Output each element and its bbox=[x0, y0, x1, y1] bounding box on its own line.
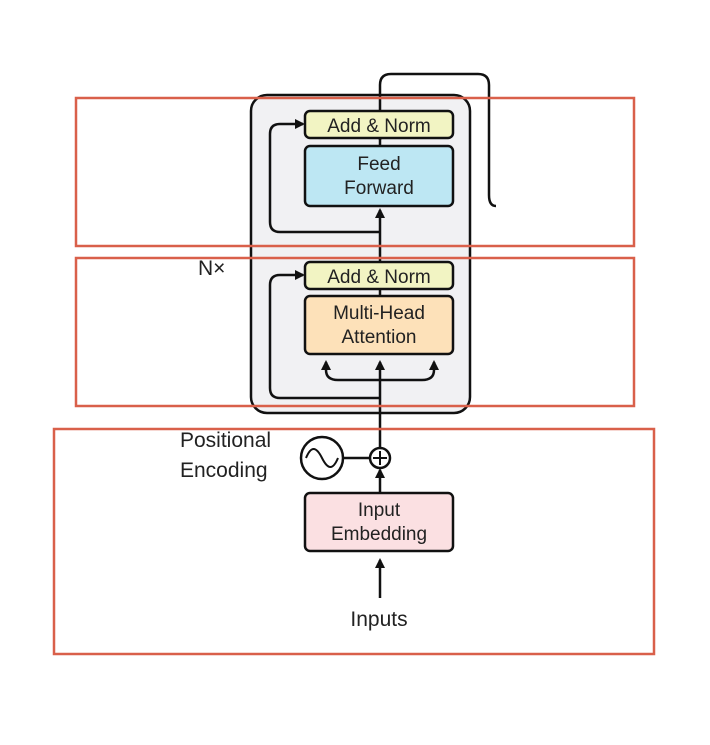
sine-wave-curve bbox=[305, 448, 339, 468]
multi-head-label-1: Multi-Head bbox=[333, 303, 425, 324]
nx-label: N× bbox=[198, 257, 225, 280]
multi-head-label-2: Attention bbox=[342, 327, 417, 348]
residual-attention bbox=[268, 270, 380, 400]
feed-forward-box bbox=[303, 144, 455, 208]
highlight-input-stage bbox=[52, 427, 656, 656]
highlight-feed-forward-sublayer bbox=[74, 96, 636, 248]
ffn-add-norm-box bbox=[303, 109, 455, 140]
feed-forward-label-2: Forward bbox=[344, 178, 414, 199]
input-embedding-label-1: Input bbox=[358, 500, 401, 521]
ffn-add-norm-label: Add & Norm bbox=[327, 116, 430, 137]
encoder-layer-box bbox=[249, 93, 472, 415]
attn-add-norm-box bbox=[303, 260, 455, 291]
output-connector bbox=[378, 72, 497, 208]
input-embedding-label-2: Embedding bbox=[331, 524, 427, 545]
attention-input-left bbox=[321, 360, 380, 382]
feed-forward-label-1: Feed bbox=[357, 154, 400, 175]
inputs-label: Inputs bbox=[350, 608, 407, 631]
attention-input-right bbox=[380, 360, 439, 382]
multi-head-attention-box bbox=[303, 294, 455, 356]
positional-encoding-label-1: Positional bbox=[180, 429, 271, 452]
input-embedding-box bbox=[303, 491, 455, 553]
positional-encoding-label-2: Encoding bbox=[180, 459, 268, 482]
residual-ffn bbox=[268, 119, 380, 234]
attn-add-norm-label: Add & Norm bbox=[327, 267, 430, 288]
highlight-attention-sublayer bbox=[74, 256, 636, 408]
